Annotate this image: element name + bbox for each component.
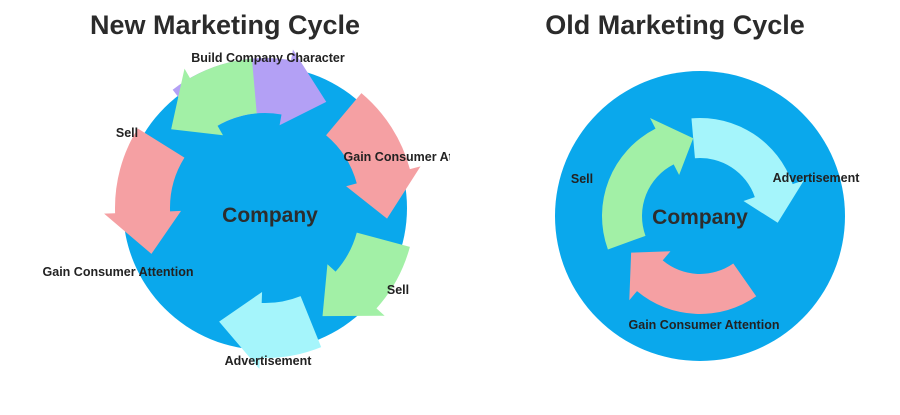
old-marketing-cycle-panel: Old Marketing Cycle Company Advertisemen… bbox=[450, 0, 900, 415]
old-label-advertisement: Advertisement bbox=[773, 171, 861, 185]
new-label-build-company-character: Build Company Character bbox=[191, 51, 345, 65]
new-label-gain-consumer-attention-left: Gain Consumer Attention bbox=[43, 265, 194, 279]
old-cycle-diagram: Company Advertisement Gain Consumer Atte… bbox=[555, 71, 861, 361]
new-label-advertisement: Advertisement bbox=[225, 354, 313, 368]
new-cycle-center-label: Company bbox=[222, 204, 318, 227]
new-cycle-arrow-5 bbox=[104, 128, 185, 254]
new-cycle-arrow-6 bbox=[171, 58, 257, 136]
old-cycle-arrow-3 bbox=[602, 117, 694, 250]
old-cycle-title: Old Marketing Cycle bbox=[545, 10, 805, 40]
new-cycle-diagram: Company Build Company Character Gain Con… bbox=[43, 49, 450, 369]
new-label-sell-left: Sell bbox=[116, 126, 138, 140]
old-cycle-arrow-1 bbox=[691, 118, 805, 223]
new-cycle-title: New Marketing Cycle bbox=[89, 10, 361, 40]
old-label-sell: Sell bbox=[571, 172, 593, 186]
old-label-gain-consumer-attention: Gain Consumer Attention bbox=[629, 318, 780, 332]
new-marketing-cycle-panel: New Marketing Cycle Company Build Compan… bbox=[43, 10, 450, 369]
new-label-sell-right: Sell bbox=[387, 283, 409, 297]
new-cycle-arrow-2 bbox=[326, 93, 421, 219]
old-cycle-arrow-2 bbox=[629, 251, 757, 314]
old-cycle-hub bbox=[555, 71, 845, 361]
old-cycle-center-label: Company bbox=[652, 206, 748, 229]
new-cycle-arrow-3 bbox=[322, 232, 410, 317]
new-label-gain-consumer-attention-right: Gain Consumer Attention bbox=[344, 150, 450, 164]
new-cycle-arrow-4 bbox=[219, 291, 322, 369]
